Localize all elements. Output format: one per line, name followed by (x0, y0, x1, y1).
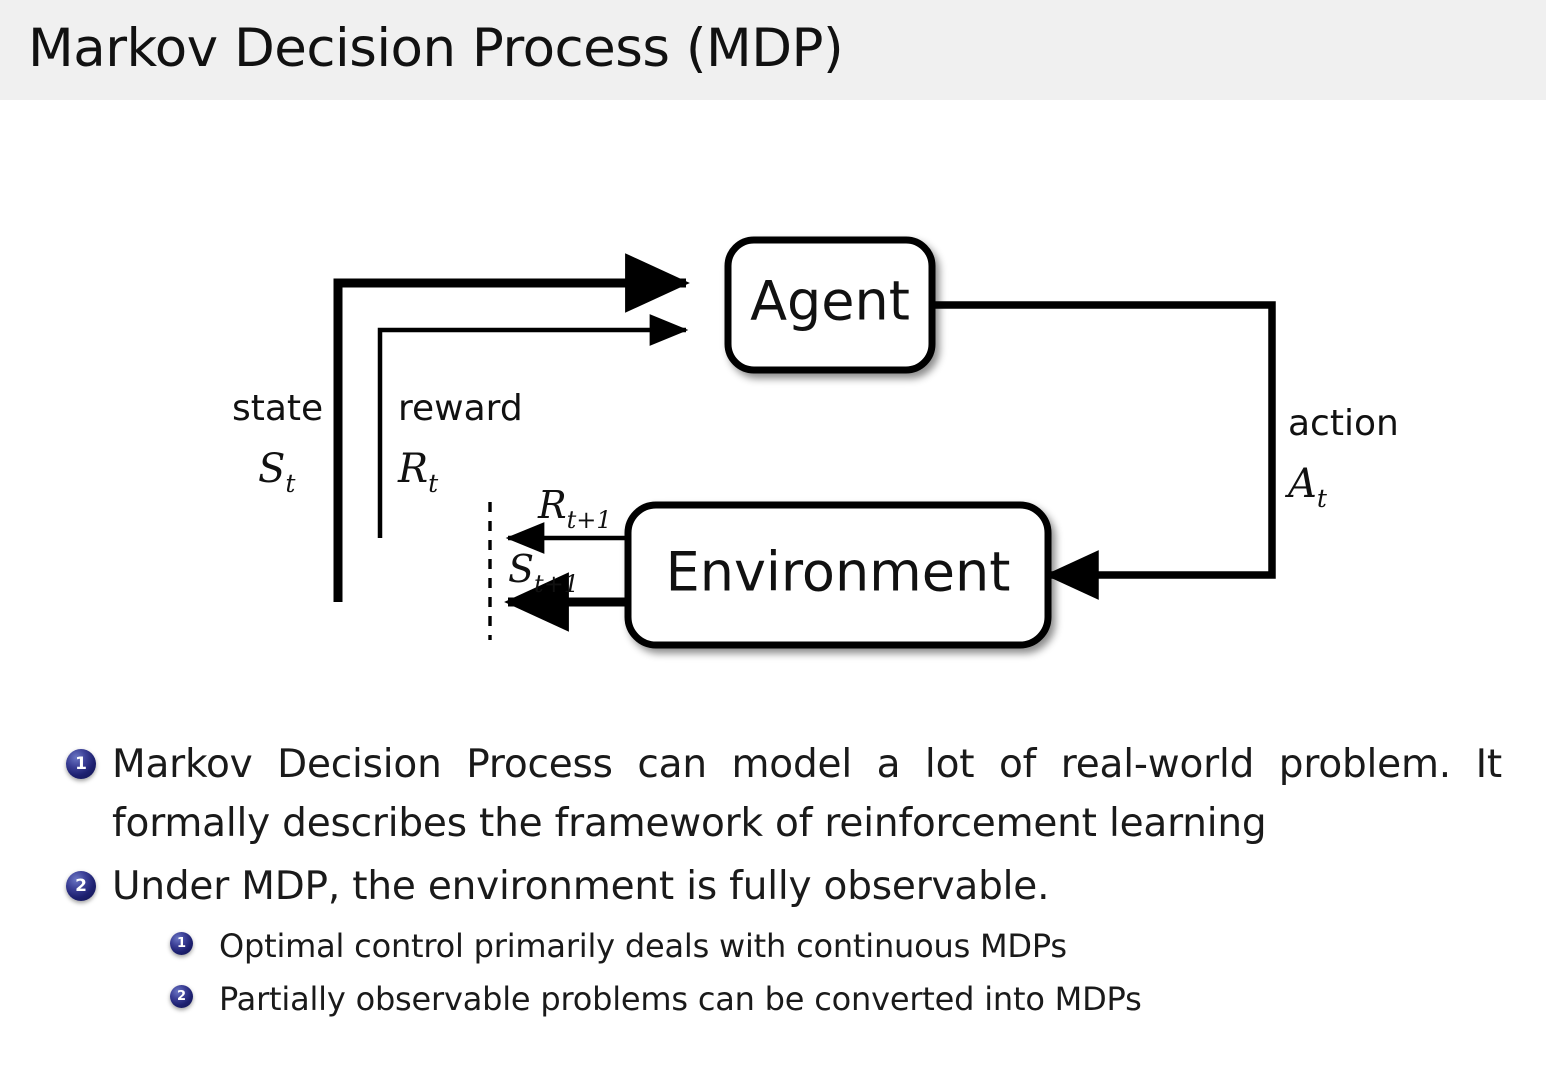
action-symbol-base: A (1284, 461, 1317, 507)
bullet-badge-1: 1 (66, 749, 96, 779)
list-item: 2 Under MDP, the environment is fully ob… (0, 857, 1546, 916)
agent-node (724, 236, 936, 374)
sub-bullet-badge-1: 1 (170, 932, 193, 955)
state-label-symbol: St (258, 446, 296, 498)
agent-environment-loop-svg: Agent Environment state St reward Rt act… (232, 236, 1399, 649)
action-label-symbol: At (1284, 461, 1328, 513)
action-path (932, 301, 1276, 600)
reward-next-sub: t+1 (567, 506, 612, 534)
state-symbol-sub: t (285, 469, 296, 498)
agent-node-label: Agent (750, 270, 910, 333)
state-next-base: S (508, 547, 534, 591)
bullet-text-1: Markov Decision Process can model a lot … (112, 742, 1502, 846)
bullet-list: 1 Markov Decision Process can model a lo… (0, 735, 1546, 1026)
state-feedback-path (333, 253, 690, 602)
sub-bullet-text-2: Partially observable problems can be con… (219, 980, 1142, 1018)
reward-feedback-path (377, 314, 689, 538)
environment-node (624, 501, 1052, 649)
reward-symbol-sub: t (428, 469, 439, 498)
sub-list-item: 2 Partially observable problems can be c… (0, 973, 1546, 1026)
reward-label-symbol: Rt (397, 446, 439, 498)
reward-symbol-base: R (397, 446, 428, 492)
page-title: Markov Decision Process (MDP) (28, 18, 844, 79)
reward-next-label: Rt+1 (537, 483, 612, 534)
reward-label-word: reward (398, 388, 523, 429)
environment-node-label: Environment (666, 541, 1011, 604)
action-symbol-sub: t (1317, 484, 1328, 513)
slide-header-band: Markov Decision Process (MDP) (0, 0, 1546, 100)
action-label-word: action (1288, 403, 1399, 444)
sub-list-item: 1 Optimal control primarily deals with c… (0, 920, 1546, 973)
list-item: 1 Markov Decision Process can model a lo… (0, 735, 1546, 853)
sub-bullet-text-1: Optimal control primarily deals with con… (219, 927, 1067, 965)
state-symbol-base: S (258, 446, 285, 492)
state-label-word: state (232, 388, 323, 429)
mdp-diagram: Agent Environment state St reward Rt act… (0, 100, 1546, 700)
state-next-sub: t+1 (534, 570, 579, 598)
state-next-label: St+1 (508, 547, 579, 598)
bullet-text-2: Under MDP, the environment is fully obse… (112, 864, 1050, 909)
bullet-badge-2: 2 (66, 871, 96, 901)
sub-bullet-badge-2: 2 (170, 985, 193, 1008)
reward-next-base: R (537, 483, 567, 527)
